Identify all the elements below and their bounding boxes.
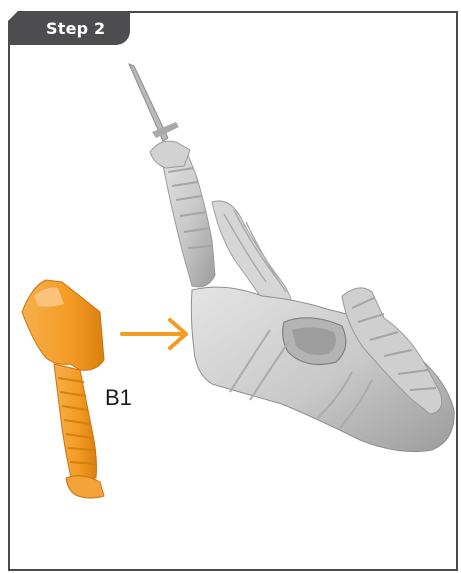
- right-arrow-icon: [122, 320, 186, 348]
- main-figure-model: [129, 64, 454, 452]
- part-label-b1: B1: [105, 385, 132, 411]
- part-b1-model: [22, 280, 104, 498]
- part-b1-shoulder: [22, 280, 104, 370]
- raised-hand: [150, 141, 190, 168]
- part-b1-hand: [66, 476, 104, 498]
